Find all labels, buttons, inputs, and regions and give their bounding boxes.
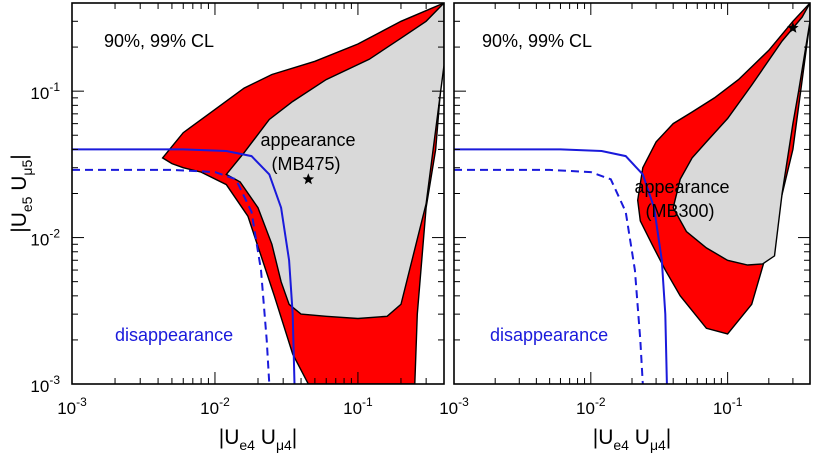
x-tick-label: 10-1 bbox=[713, 395, 743, 418]
y-tick-label: 10-3 bbox=[30, 373, 60, 396]
tick-marks bbox=[453, 2, 811, 385]
disappearance-90-line bbox=[72, 148, 296, 384]
disappearance-90-line bbox=[454, 148, 668, 384]
tick-exponent: -3 bbox=[458, 395, 469, 409]
tick-exponent: -1 bbox=[49, 80, 60, 94]
x-axis-label-part: | bbox=[666, 426, 671, 449]
cl-label: 90%, 99% CL bbox=[104, 31, 214, 51]
x-axis-label-part: μ4 bbox=[276, 437, 292, 453]
x-axis-label-part: | bbox=[292, 426, 297, 449]
region-90-cl bbox=[225, 3, 444, 320]
y-axis-label-part: | bbox=[8, 154, 31, 159]
x-axis-label-part: U bbox=[255, 426, 276, 449]
tick-exponent: -1 bbox=[362, 395, 373, 409]
plot-area bbox=[454, 3, 810, 384]
tick-base: 10 bbox=[57, 399, 76, 418]
x-axis-label-part: U bbox=[629, 426, 650, 449]
tick-base: 10 bbox=[30, 84, 49, 103]
disappearance-label: disappearance bbox=[490, 325, 608, 345]
tick-exponent: -3 bbox=[49, 373, 60, 387]
tick-base: 10 bbox=[576, 399, 595, 418]
y-axis-label: |Ue5 Uμ5| bbox=[8, 154, 35, 233]
x-tick-label: 10-3 bbox=[439, 395, 469, 418]
appearance-label: appearance bbox=[634, 177, 729, 197]
y-tick-label: 10-1 bbox=[30, 80, 60, 103]
plot-area bbox=[72, 3, 444, 384]
tick-base: 10 bbox=[713, 399, 732, 418]
tick-base: 10 bbox=[439, 399, 458, 418]
y-axis-label-part: μ5 bbox=[19, 159, 35, 175]
best-fit-star bbox=[302, 173, 315, 185]
disappearance-99-line bbox=[454, 168, 644, 384]
tick-base: 10 bbox=[200, 399, 219, 418]
x-axis-label-part: μ4 bbox=[650, 437, 666, 453]
y-axis-label-part: U bbox=[8, 176, 31, 197]
tick-base: 10 bbox=[30, 231, 49, 250]
x-axis-label-part: |U bbox=[593, 426, 614, 449]
x-axis-label-part: e4 bbox=[239, 437, 255, 453]
tick-base: 10 bbox=[343, 399, 362, 418]
y-axis-label-part: e5 bbox=[19, 196, 35, 212]
y-axis-label-part: |U bbox=[8, 212, 31, 233]
tick-base: 10 bbox=[30, 377, 49, 396]
disappearance-label: disappearance bbox=[115, 325, 233, 345]
disappearance-99-line bbox=[72, 168, 271, 384]
x-axis-label: |Ue4 Uμ4| bbox=[593, 426, 672, 453]
cl-label: 90%, 99% CL bbox=[482, 31, 592, 51]
tick-exponent: -1 bbox=[732, 395, 743, 409]
tick-marks bbox=[71, 2, 445, 385]
best-fit-star bbox=[787, 22, 799, 33]
appearance-label: (MB300) bbox=[645, 201, 714, 221]
tick-exponent: -3 bbox=[76, 395, 87, 409]
x-tick-label: 10-2 bbox=[576, 395, 606, 418]
tick-exponent: -2 bbox=[595, 395, 606, 409]
x-axis-label-part: e4 bbox=[613, 437, 629, 453]
x-axis-label: |Ue4 Uμ4| bbox=[219, 426, 298, 453]
x-tick-label: 10-3 bbox=[57, 395, 87, 418]
x-axis-label-part: |U bbox=[219, 426, 240, 449]
x-tick-label: 10-2 bbox=[200, 395, 230, 418]
appearance-label: appearance bbox=[260, 130, 355, 150]
region-90-cl bbox=[672, 3, 810, 266]
y-tick-label: 10-2 bbox=[30, 227, 60, 250]
tick-exponent: -2 bbox=[219, 395, 230, 409]
tick-exponent: -2 bbox=[49, 227, 60, 241]
appearance-label: (MB475) bbox=[271, 154, 340, 174]
x-tick-label: 10-1 bbox=[343, 395, 373, 418]
